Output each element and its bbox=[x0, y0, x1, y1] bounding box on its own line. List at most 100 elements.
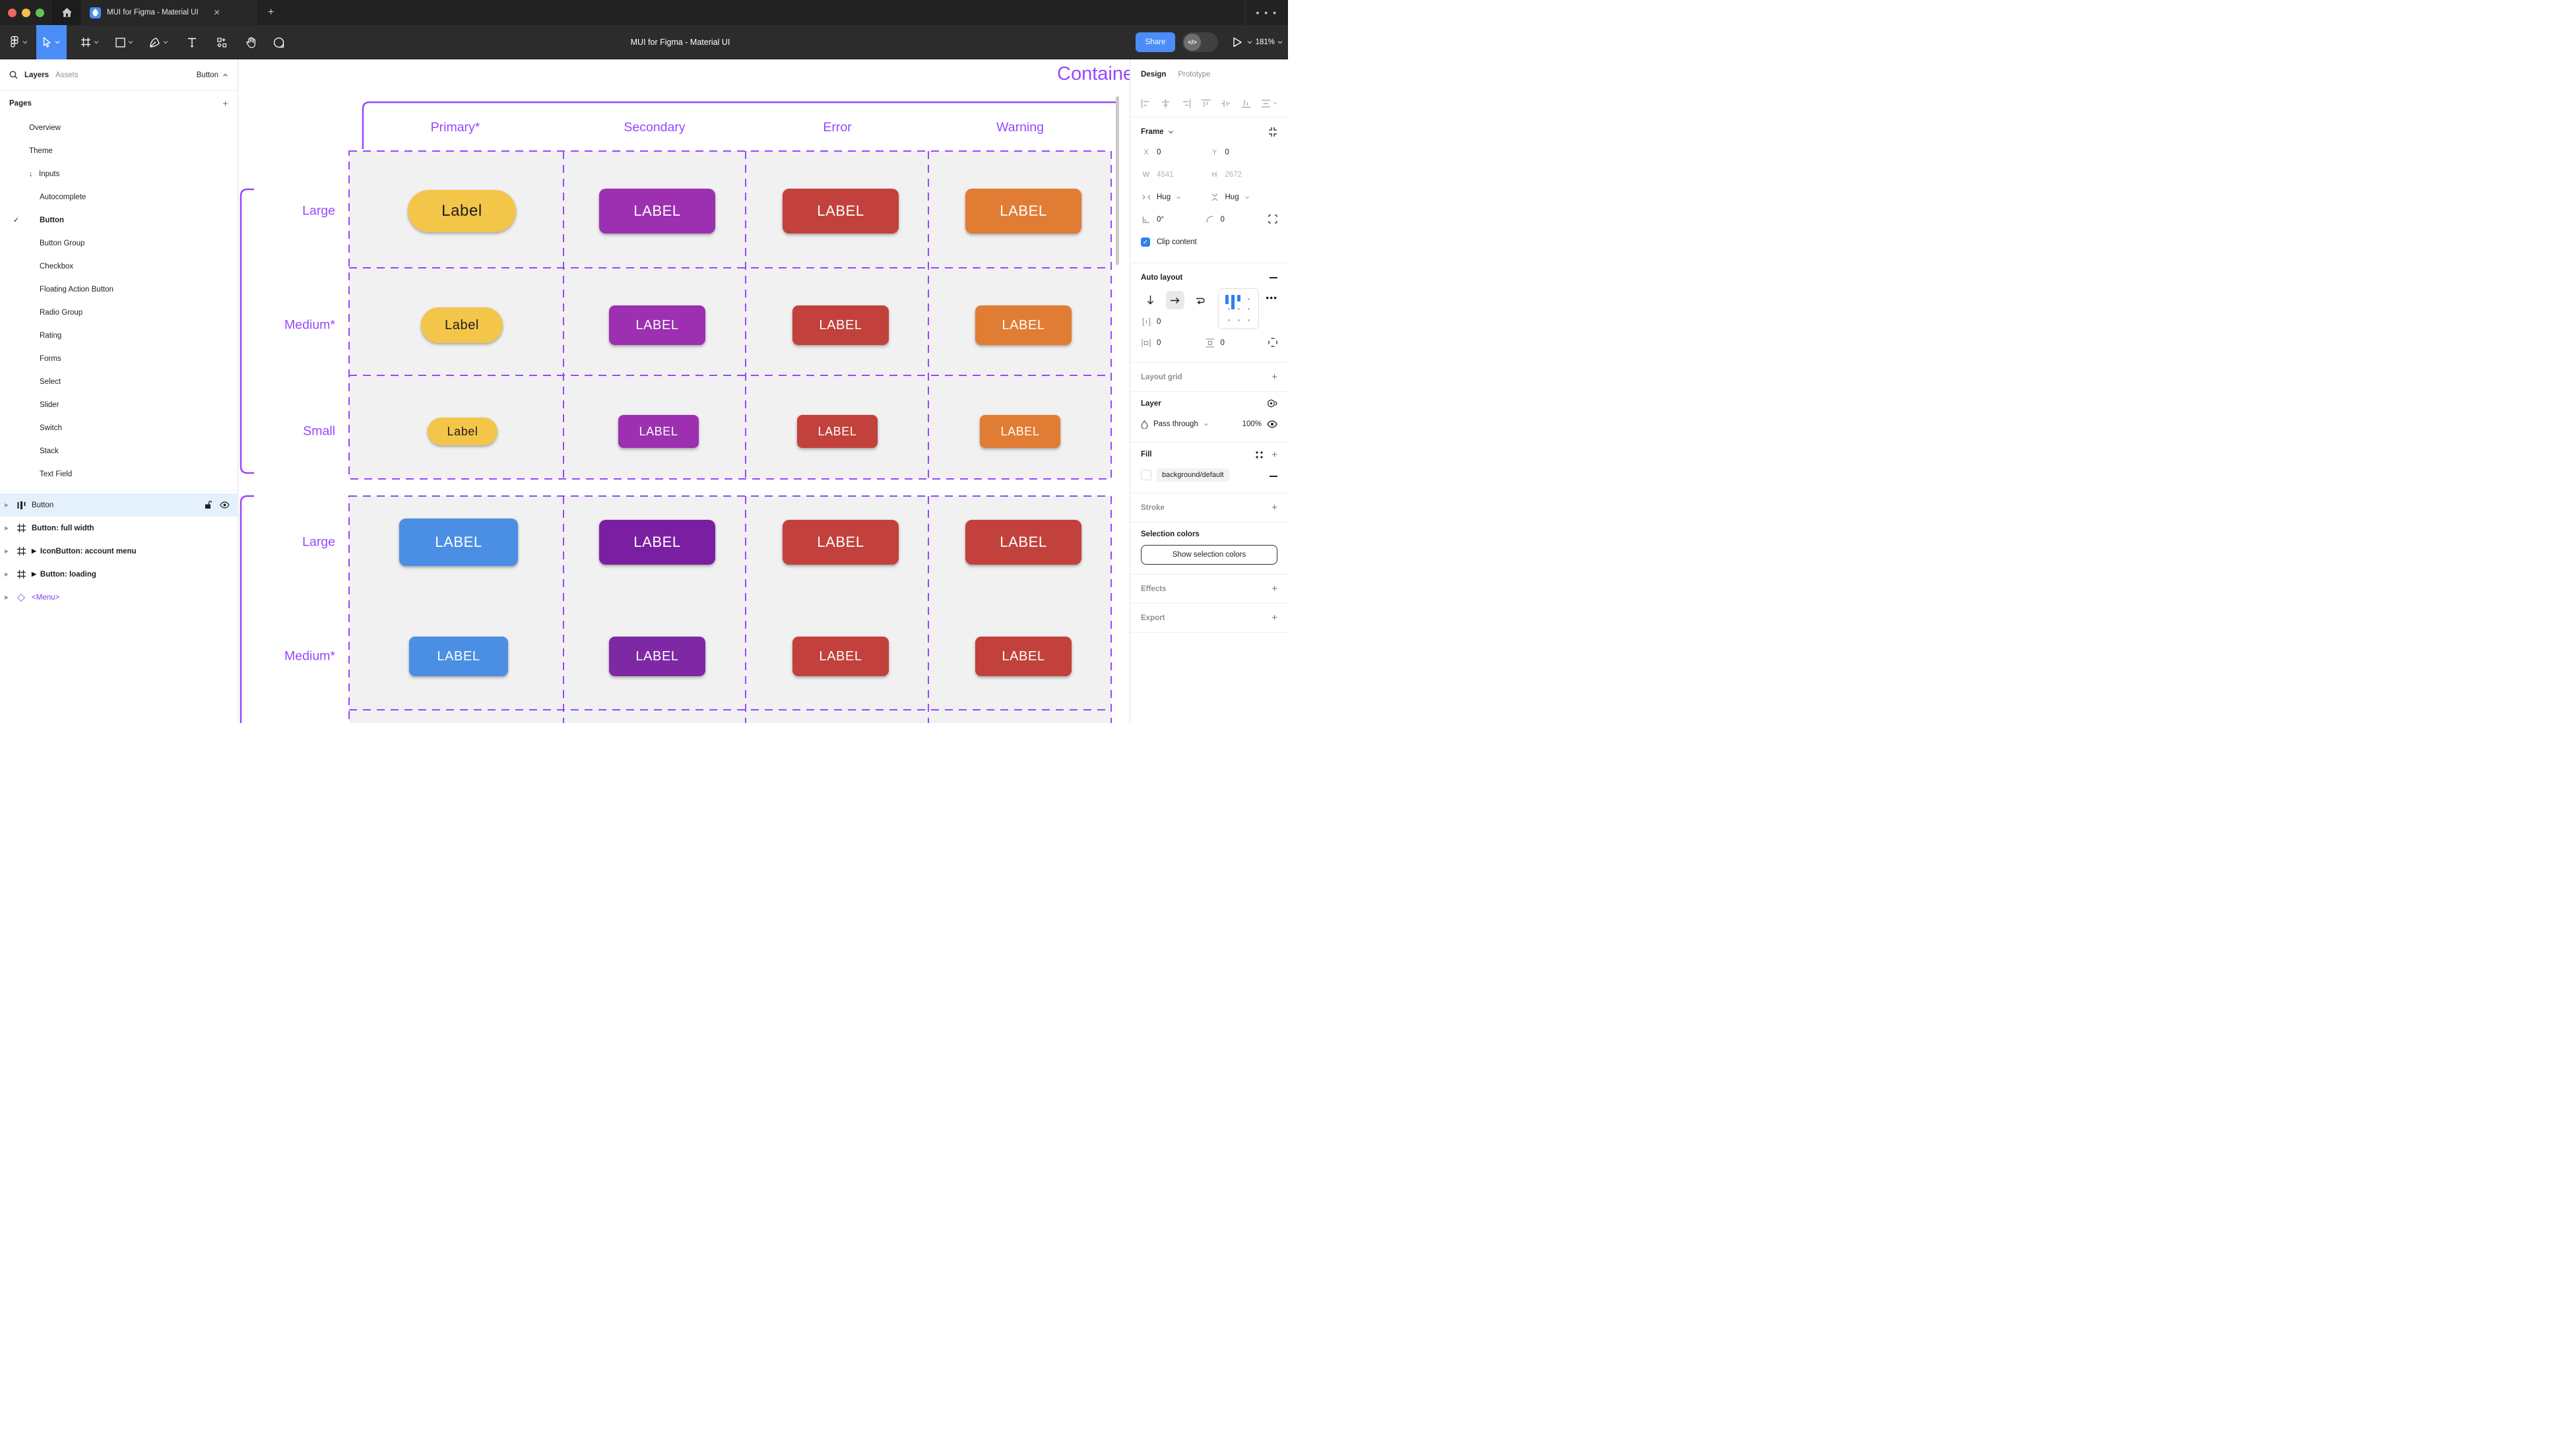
fill-style-chip[interactable]: background/default bbox=[1157, 468, 1229, 482]
search-icon[interactable] bbox=[9, 71, 18, 79]
main-menu-button[interactable] bbox=[5, 25, 32, 59]
visibility-eye-icon[interactable] bbox=[1267, 420, 1277, 428]
page-item-stack[interactable]: Stack bbox=[40, 447, 59, 455]
styles-icon[interactable] bbox=[1255, 451, 1264, 459]
button-sample-error-large[interactable]: LABEL bbox=[783, 189, 899, 234]
blend-mode-select[interactable]: Pass through bbox=[1153, 420, 1198, 428]
expand-chevron-icon[interactable]: ▶ bbox=[5, 571, 9, 577]
pen-tool-button[interactable] bbox=[146, 25, 170, 59]
button-sample-primary-medium[interactable]: Label bbox=[421, 307, 503, 343]
auto-layout-wrap-button[interactable] bbox=[1191, 291, 1209, 309]
independent-corners-icon[interactable] bbox=[1268, 214, 1277, 224]
resources-tool-button[interactable] bbox=[211, 25, 232, 59]
auto-layout-vertical-button[interactable] bbox=[1141, 291, 1159, 309]
individual-padding-icon[interactable] bbox=[1268, 337, 1277, 347]
auto-layout-horizontal-button[interactable] bbox=[1166, 291, 1184, 309]
button-sample-blue-large[interactable]: LABEL bbox=[399, 519, 518, 566]
distribute-menu[interactable] bbox=[1261, 99, 1277, 108]
visibility-eye-icon[interactable] bbox=[220, 501, 230, 509]
add-export-button[interactable]: + bbox=[1272, 612, 1277, 623]
button-sample-secondary-small[interactable]: LABEL bbox=[618, 415, 699, 448]
remove-fill-icon[interactable] bbox=[1270, 476, 1277, 477]
button-sample-red-medium[interactable]: LABEL bbox=[792, 637, 889, 676]
vertical-resizing-select[interactable]: Hug bbox=[1209, 193, 1278, 201]
tab-assets[interactable]: Assets bbox=[55, 71, 79, 79]
hand-tool-button[interactable] bbox=[240, 25, 261, 59]
button-sample-red-medium-2[interactable]: LABEL bbox=[975, 637, 1072, 676]
button-sample-red-large-2[interactable]: LABEL bbox=[965, 520, 1081, 565]
collapse-icon[interactable] bbox=[1268, 127, 1277, 137]
button-sample-secondary-medium[interactable]: LABEL bbox=[609, 305, 705, 345]
tab-prototype[interactable]: Prototype bbox=[1178, 71, 1211, 79]
chevron-down-icon[interactable] bbox=[1247, 40, 1252, 44]
tab-layers[interactable]: Layers bbox=[24, 71, 49, 79]
page-item-text-field[interactable]: Text Field bbox=[40, 470, 73, 478]
page-item-checkbox[interactable]: Checkbox bbox=[40, 262, 74, 270]
page-item-switch[interactable]: Switch bbox=[40, 424, 62, 432]
button-sample-error-medium[interactable]: LABEL bbox=[792, 305, 889, 345]
expand-chevron-icon[interactable]: ▶ bbox=[5, 525, 9, 531]
add-fill-button[interactable]: + bbox=[1272, 449, 1277, 460]
layer-row-menu-component[interactable]: ▶ <Menu> bbox=[5, 593, 60, 602]
layer-row-button-full-width[interactable]: ▶ Button: full width bbox=[5, 524, 94, 532]
page-item-select[interactable]: Select bbox=[40, 377, 61, 386]
add-effect-button[interactable]: + bbox=[1272, 583, 1277, 594]
button-sample-blue-medium[interactable]: LABEL bbox=[409, 637, 508, 676]
page-item-floating-action-button[interactable]: Floating Action Button bbox=[40, 285, 113, 294]
button-sample-purple-medium[interactable]: LABEL bbox=[609, 637, 705, 676]
layer-row-button[interactable]: ▶ Button bbox=[0, 493, 238, 517]
horizontal-padding-field[interactable]: 0 bbox=[1141, 339, 1205, 347]
add-page-button[interactable]: + bbox=[222, 98, 228, 110]
expand-chevron-icon[interactable]: ▶ bbox=[5, 594, 9, 600]
button-sample-red-large[interactable]: LABEL bbox=[783, 520, 899, 565]
dev-mode-toggle[interactable]: </> bbox=[1182, 32, 1218, 52]
comment-tool-button[interactable] bbox=[268, 25, 289, 59]
horizontal-resizing-select[interactable]: Hug bbox=[1141, 193, 1209, 201]
share-button[interactable]: Share bbox=[1136, 32, 1175, 52]
align-left-icon[interactable] bbox=[1141, 98, 1151, 108]
align-right-icon[interactable] bbox=[1181, 98, 1191, 108]
window-more-menu-icon[interactable]: • • • bbox=[1256, 7, 1277, 18]
page-item-autocomplete[interactable]: Autocomplete bbox=[40, 193, 86, 201]
page-item-overview[interactable]: Overview bbox=[29, 123, 61, 132]
button-sample-primary-small[interactable]: Label bbox=[428, 418, 498, 445]
canvas-viewport[interactable]: Contained Primary* Secondary Error Warni… bbox=[238, 59, 1130, 723]
unlock-icon[interactable] bbox=[205, 501, 212, 509]
maximize-window-button[interactable] bbox=[36, 8, 44, 17]
button-sample-primary-large[interactable]: Label bbox=[408, 190, 516, 232]
auto-layout-more-icon[interactable]: ••• bbox=[1266, 292, 1277, 303]
button-sample-secondary-large[interactable]: LABEL bbox=[599, 189, 715, 234]
document-tab[interactable]: MUI for Figma - Material UI ✕ bbox=[80, 0, 259, 25]
clip-content-toggle[interactable]: ✓ Clip content bbox=[1141, 231, 1277, 253]
add-stroke-button[interactable]: + bbox=[1272, 502, 1277, 513]
page-item-inputs[interactable]: ↓Inputs bbox=[29, 170, 60, 178]
move-tool-button[interactable] bbox=[36, 25, 67, 59]
close-tab-icon[interactable]: ✕ bbox=[213, 8, 220, 17]
expand-chevron-icon[interactable]: ▶ bbox=[5, 502, 9, 508]
blend-mode-droplet-icon[interactable] bbox=[1141, 420, 1148, 429]
button-sample-error-small[interactable]: LABEL bbox=[797, 415, 878, 448]
fill-color-swatch[interactable] bbox=[1141, 470, 1151, 480]
show-selection-colors-button[interactable]: Show selection colors bbox=[1141, 545, 1277, 565]
blend-mask-icon[interactable] bbox=[1267, 398, 1277, 409]
page-item-radio-group[interactable]: Radio Group bbox=[40, 308, 83, 317]
align-bottom-icon[interactable] bbox=[1241, 99, 1251, 108]
page-item-slider[interactable]: Slider bbox=[40, 400, 59, 409]
canvas-scrollbar[interactable] bbox=[1116, 96, 1119, 265]
align-top-icon[interactable] bbox=[1201, 99, 1211, 108]
new-tab-button[interactable]: + bbox=[268, 7, 274, 18]
layer-opacity-field[interactable]: 100% bbox=[1242, 420, 1262, 428]
current-page-indicator[interactable]: Button bbox=[197, 71, 228, 79]
close-window-button[interactable] bbox=[8, 8, 16, 17]
minimize-window-button[interactable] bbox=[22, 8, 30, 17]
layer-row-iconbutton-account-menu[interactable]: ▶ ▶IconButton: account menu bbox=[5, 547, 137, 555]
button-sample-warning-medium[interactable]: LABEL bbox=[975, 305, 1072, 345]
button-sample-purple-large[interactable]: LABEL bbox=[599, 520, 715, 565]
add-layout-grid-button[interactable]: + bbox=[1272, 371, 1277, 383]
rotation-field[interactable]: 0° bbox=[1141, 216, 1205, 224]
tab-design[interactable]: Design bbox=[1141, 71, 1167, 79]
remove-auto-layout-icon[interactable] bbox=[1270, 277, 1277, 278]
auto-layout-alignment-widget[interactable] bbox=[1218, 288, 1260, 329]
